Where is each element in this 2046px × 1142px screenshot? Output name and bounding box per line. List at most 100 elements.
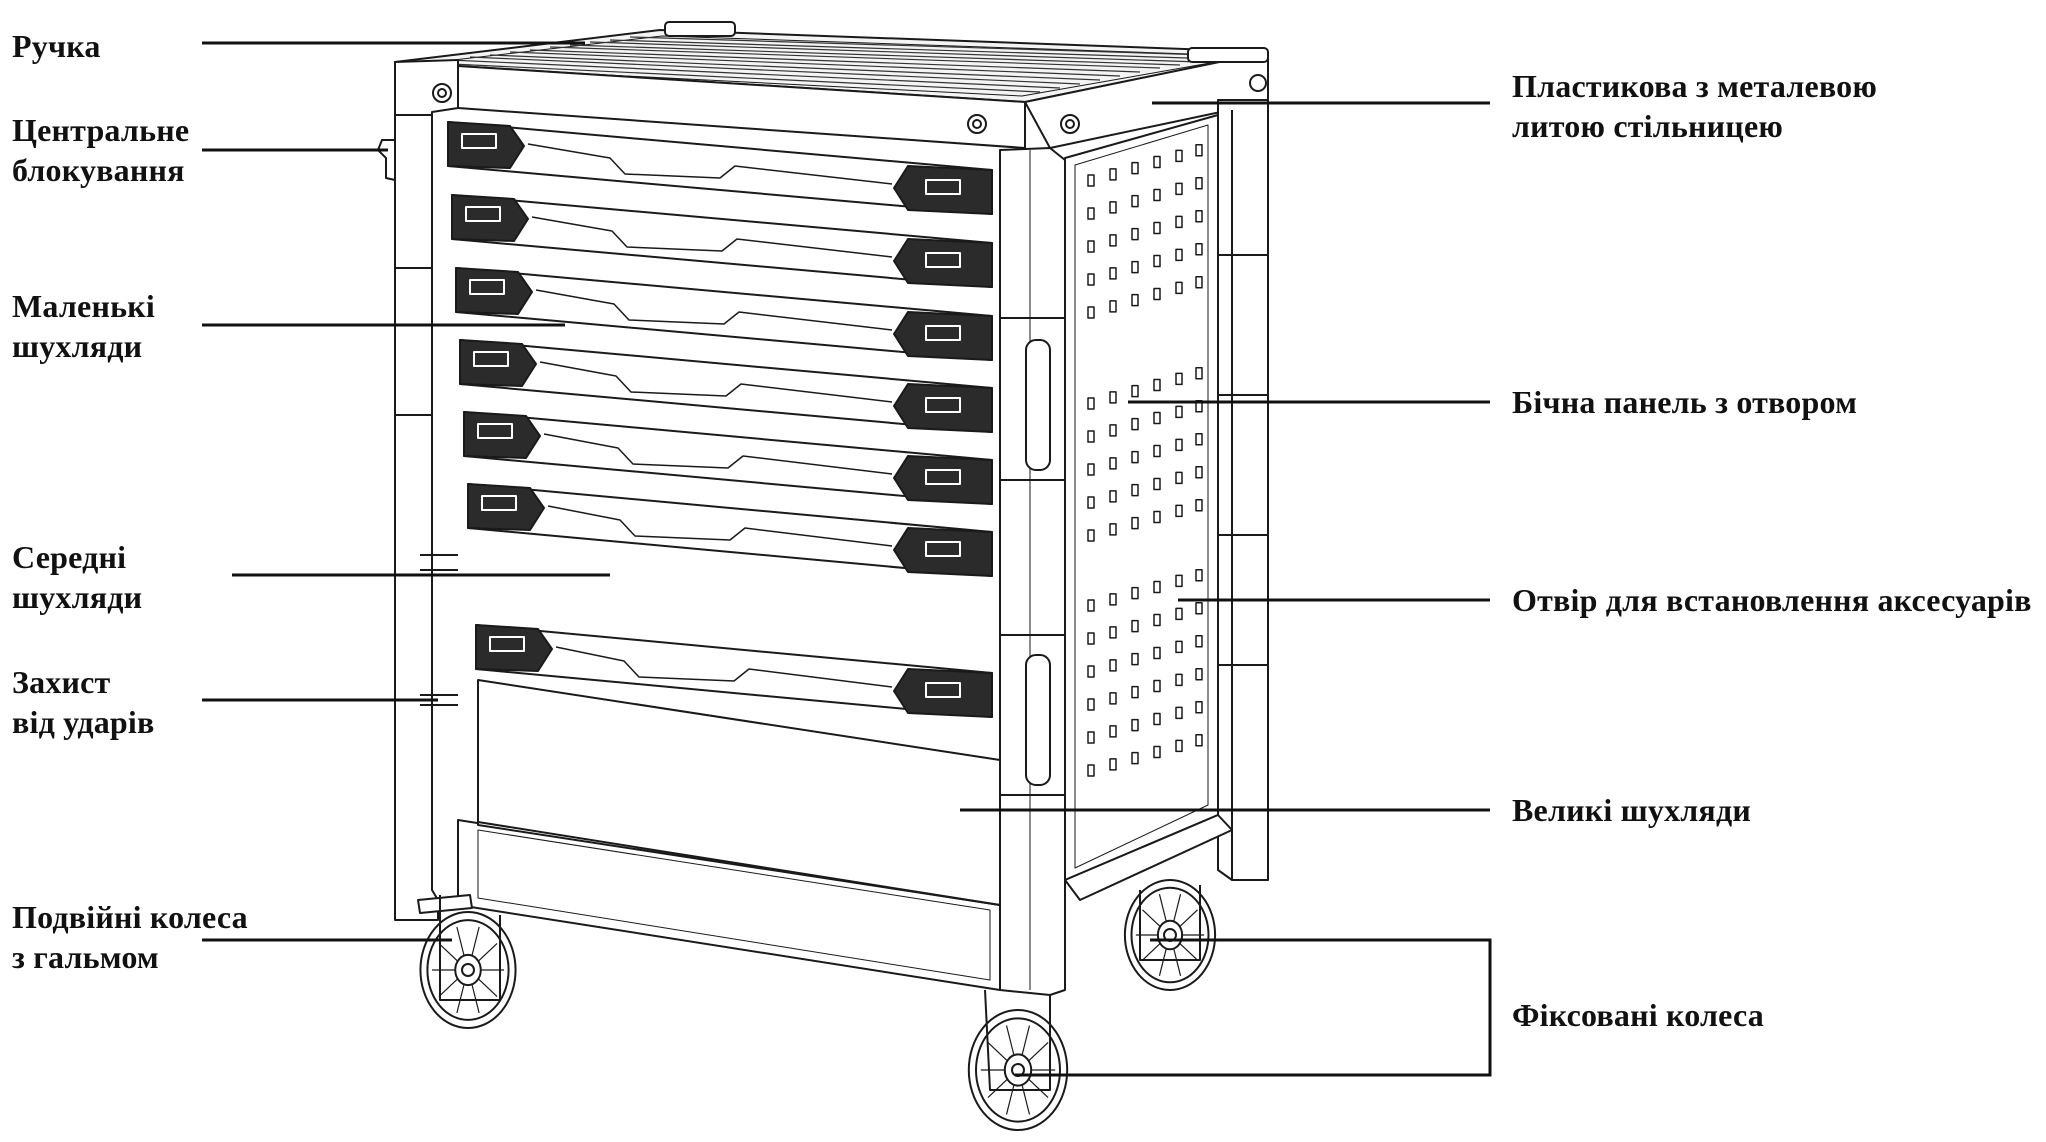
peg-hole (1109, 490, 1117, 503)
peg-hole (1195, 635, 1203, 648)
peg-hole (1195, 144, 1203, 157)
back-right-post (1217, 74, 1269, 881)
label-twin-wheels-brake: Подвійні колеса з гальмом (12, 897, 248, 977)
peg-hole (1175, 248, 1183, 262)
peg-hole (1109, 201, 1117, 214)
peg-hole (1175, 607, 1183, 621)
peg-hole (1087, 665, 1095, 678)
medium-drawer (467, 483, 993, 577)
peg-hole (1131, 450, 1139, 464)
right-front-post (967, 114, 1080, 996)
peg-hole (1153, 580, 1161, 594)
peg-hole (1109, 300, 1117, 313)
peg-hole (1175, 405, 1183, 419)
peg-hole (1109, 457, 1117, 470)
peg-hole (1131, 751, 1139, 765)
tabletop-drawing (394, 29, 1269, 150)
peg-hole (1175, 640, 1183, 654)
label-side-panel: Бічна панель з отвором (1512, 382, 1857, 422)
peg-hole (1195, 602, 1203, 615)
peg-hole (1109, 725, 1117, 738)
fixed-wheel-back (1123, 879, 1217, 991)
label-small-drawers-line-2: шухляди (12, 328, 143, 364)
peg-hole (1131, 685, 1139, 699)
label-central-lock-line-1: Центральне (12, 112, 190, 148)
peg-hole (1153, 155, 1161, 169)
peg-hole (1109, 626, 1117, 639)
side-panel-peg-holes (1087, 144, 1203, 777)
peg-hole (1131, 194, 1139, 208)
label-large-drawers-line: Великі шухляди (1512, 792, 1751, 828)
brake-pedal (417, 894, 473, 930)
label-impact-protection: Захист від ударів (12, 662, 155, 742)
leader-fixed-wheels (1015, 938, 1492, 1077)
peg-hole (1175, 438, 1183, 452)
peg-hole (1087, 207, 1095, 220)
label-impact-protection-line-2: від ударів (12, 704, 155, 740)
handle-drawing (664, 21, 1269, 63)
peg-hole (1109, 758, 1117, 771)
label-accessory-hole: Отвір для встановлення аксесуарів (1512, 580, 2032, 620)
peg-hole (1175, 149, 1183, 163)
peg-hole (1131, 384, 1139, 398)
label-medium-drawers-line-2: шухляди (12, 579, 143, 615)
caster-forks (439, 885, 1201, 1091)
peg-hole (1087, 174, 1095, 187)
peg-hole (1153, 287, 1161, 301)
peg-hole (1087, 764, 1095, 777)
peg-hole (1153, 712, 1161, 726)
peg-hole (1087, 496, 1095, 509)
label-small-drawers: Маленькі шухляди (12, 286, 155, 366)
peg-hole (1131, 718, 1139, 732)
label-twin-wheels-line-1: Подвійні колеса (12, 899, 248, 935)
label-tabletop-line-2: литою стільницею (1512, 108, 1783, 144)
peg-hole (1109, 168, 1117, 181)
peg-hole (1153, 221, 1161, 235)
peg-hole (1087, 273, 1095, 286)
label-side-panel-line: Бічна панель з отвором (1512, 384, 1858, 420)
label-impact-protection-line-1: Захист (12, 664, 111, 700)
large-drawer-body (477, 679, 1001, 906)
peg-hole (1109, 692, 1117, 705)
label-accessory-hole-line: Отвір для встановлення аксесуарів (1512, 582, 2032, 618)
peg-hole (1087, 430, 1095, 443)
bottom-frame (457, 814, 1233, 991)
peg-hole (1153, 411, 1161, 425)
fixed-wheel-front (967, 1009, 1069, 1131)
label-central-lock: Центральне блокування (12, 110, 189, 190)
label-handle-line: Ручка (12, 28, 101, 64)
peg-hole (1109, 523, 1117, 536)
peg-hole (1195, 433, 1203, 446)
peg-hole (1153, 378, 1161, 392)
peg-hole (1195, 243, 1203, 256)
peg-hole (1195, 210, 1203, 223)
peg-hole (1131, 227, 1139, 241)
peg-hole (1195, 499, 1203, 512)
peg-hole (1087, 397, 1095, 410)
peg-hole (1087, 731, 1095, 744)
peg-hole (1131, 161, 1139, 175)
peg-hole (1175, 372, 1183, 386)
peg-hole (1087, 599, 1095, 612)
peg-hole (1195, 569, 1203, 582)
peg-hole (1153, 510, 1161, 524)
peg-hole (1195, 734, 1203, 747)
peg-hole (1175, 574, 1183, 588)
peg-hole (1175, 471, 1183, 485)
label-handle: Ручка (12, 26, 101, 66)
peg-hole (1153, 679, 1161, 693)
peg-hole (1109, 267, 1117, 280)
peg-hole (1195, 367, 1203, 380)
peg-hole (1175, 215, 1183, 229)
peg-hole (1087, 240, 1095, 253)
label-fixed-wheels: Фіксовані колеса (1512, 995, 1764, 1035)
label-small-drawers-line-1: Маленькі (12, 288, 155, 324)
peg-hole (1153, 188, 1161, 202)
peg-hole (1195, 701, 1203, 714)
drawer-fronts (447, 121, 993, 718)
leader-lines (202, 41, 1492, 1077)
peg-hole (1175, 739, 1183, 753)
peg-hole (1153, 745, 1161, 759)
peg-hole (1195, 466, 1203, 479)
